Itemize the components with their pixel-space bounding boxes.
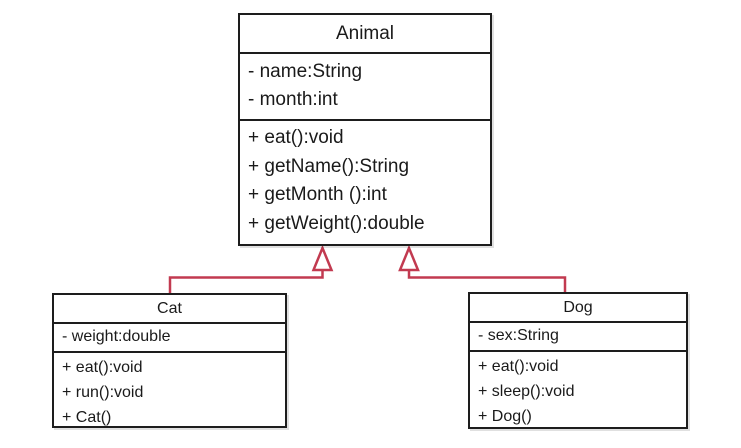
method-row: + getWeight():double (248, 212, 425, 234)
method-row: + getMonth ():int (248, 184, 387, 205)
methods-compartment: + eat():void + getName():String + getMon… (240, 121, 490, 244)
method-row: + eat():void (478, 358, 559, 375)
method-row: + getName():String (248, 155, 410, 177)
method-row: + Cat() (62, 409, 112, 426)
class-title: Cat (54, 295, 285, 324)
class-title: Dog (470, 294, 686, 323)
generalization-line-dog-animal (407, 269, 567, 292)
hollow-triangle-arrowhead-cat (311, 244, 334, 272)
attributes-compartment: - weight:double (54, 324, 285, 353)
method-row: + eat():void (248, 127, 344, 148)
method-row: + Dog() (478, 408, 532, 425)
attribute-row: - name:String (248, 61, 363, 82)
attributes-compartment: - name:String - month:int (240, 54, 490, 121)
hollow-triangle-arrowhead-dog (398, 244, 420, 272)
attributes-compartment: - sex:String (470, 323, 686, 352)
method-row: + run():void (62, 384, 144, 401)
method-row: + sleep():void (478, 383, 575, 400)
class-title: Animal (240, 15, 490, 54)
class-box-animal: Animal - name:String - month:int + eat()… (238, 13, 492, 246)
method-row: + eat():void (62, 359, 143, 376)
methods-compartment: + eat():void + run():void + Cat() (54, 353, 285, 430)
attribute-row: - month:int (248, 89, 338, 110)
attribute-row: - weight:double (62, 328, 171, 345)
class-box-cat: Cat - weight:double + eat():void + run()… (52, 293, 287, 428)
methods-compartment: + eat():void + sleep():void + Dog() (470, 352, 686, 429)
attribute-row: - sex:String (478, 327, 559, 344)
generalization-line-cat-animal (168, 269, 324, 293)
class-box-dog: Dog - sex:String + eat():void + sleep():… (468, 292, 688, 429)
